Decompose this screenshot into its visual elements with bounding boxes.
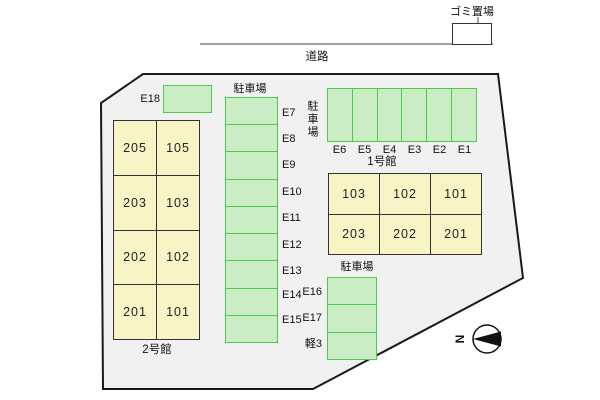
parking-space: [226, 98, 277, 124]
parking-space-label: E16: [302, 286, 322, 298]
parking-space-label: E14: [282, 289, 302, 301]
parking-space: [328, 278, 376, 304]
parking-space: [226, 287, 277, 315]
parking-space: [226, 233, 277, 260]
parking-space-label: E8: [282, 133, 296, 145]
parking-space: [328, 331, 376, 359]
parking-space: [226, 314, 277, 342]
room-cell: 205: [114, 121, 156, 175]
parking-space-label-e18: E18: [140, 93, 160, 105]
room-cell: 103: [329, 174, 379, 214]
parking-center-label: 駐車場: [233, 83, 267, 95]
parking-space-label: E6: [332, 144, 347, 156]
parking-space: [426, 89, 451, 141]
parking-space-e18: [163, 85, 212, 113]
parking-space-label: E9: [282, 159, 296, 171]
north-arrow-icon: [472, 324, 502, 354]
parking-north-labels: E6 E5 E4 E3 E2 E1: [327, 144, 477, 156]
parking-space: [226, 178, 277, 206]
parking-space-label: E11: [282, 212, 301, 224]
room-cell: 203: [329, 214, 379, 254]
parking-space-label: 軽3: [304, 338, 322, 350]
parking-space: [328, 89, 352, 141]
room-cell: 103: [157, 175, 199, 230]
parking-space-label: E17: [302, 312, 322, 324]
parking-space-label: E13: [282, 265, 302, 277]
garbage-area-label: ゴミ置場: [450, 6, 494, 18]
parking-space-label: E5: [357, 144, 372, 156]
parking-space-label: E2: [432, 144, 447, 156]
room-cell: 203: [114, 175, 156, 230]
parking-space: [351, 89, 377, 141]
room-cell: 102: [157, 230, 199, 285]
parking-space-label: E3: [407, 144, 422, 156]
parking-space: [401, 89, 426, 141]
parking-space: [226, 205, 277, 233]
building2-label: 2号館: [142, 344, 172, 356]
north-label: N: [453, 334, 467, 344]
parking-space-label: E4: [382, 144, 397, 156]
room-cell: 101: [157, 285, 199, 339]
parking-space: [451, 89, 476, 141]
building1: 103 102 101 203 202 201: [328, 173, 482, 255]
parking-space-label: E1: [457, 144, 472, 156]
parking-north-label: 駐車場: [306, 100, 318, 139]
room-cell: 202: [380, 214, 430, 254]
parking-space-label: E7: [282, 107, 296, 119]
room-cell: 102: [380, 174, 430, 214]
room-cell: 105: [157, 121, 199, 175]
parking-space: [226, 260, 277, 287]
site-boundary: [99, 73, 525, 390]
building1-label: 1号館: [367, 156, 397, 168]
garbage-box: [452, 23, 492, 45]
room-cell: 101: [431, 174, 481, 214]
parking-space-label: E10: [282, 186, 302, 198]
parking-space: [226, 124, 277, 151]
parking-south-label: 駐車場: [340, 261, 374, 273]
parking-space: [226, 151, 277, 178]
parking-space: [376, 89, 402, 141]
parking-south-column: [327, 277, 377, 360]
road-label: 道路: [305, 51, 329, 63]
room-cell: 202: [114, 230, 156, 285]
building2: 205 105 203 103 202 102 201 101: [113, 120, 200, 340]
parking-center-column: [225, 97, 278, 343]
parking-space-label: E12: [282, 239, 302, 251]
parking-space-label: E15: [282, 314, 302, 326]
parking-space: [328, 304, 376, 331]
parking-north-row: [327, 88, 477, 142]
room-cell: 201: [114, 285, 156, 339]
room-cell: 201: [431, 214, 481, 254]
